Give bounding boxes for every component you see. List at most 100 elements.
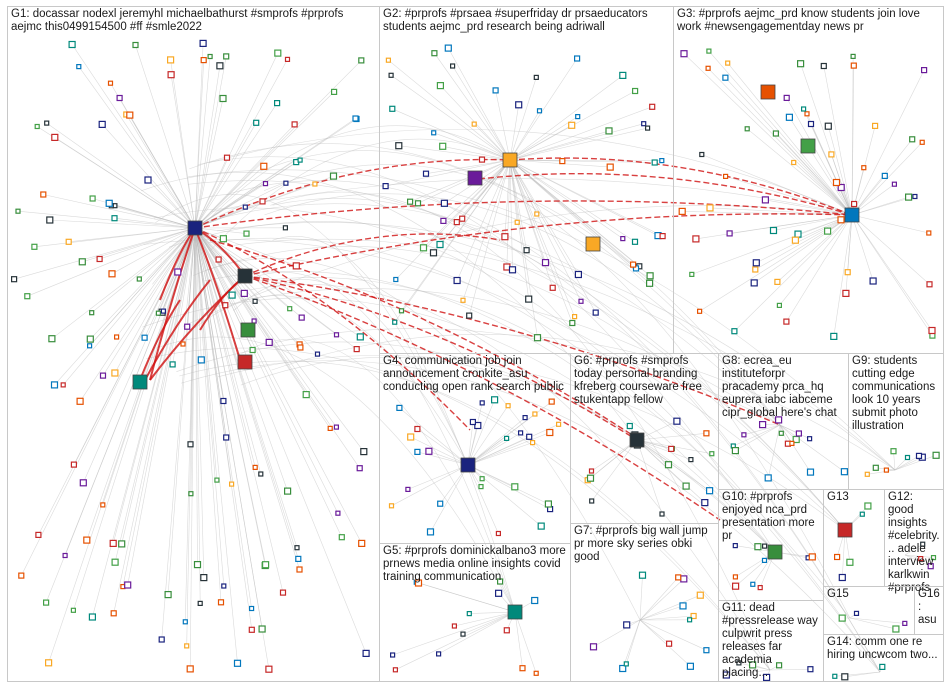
graph-node bbox=[422, 170, 430, 177]
hub-node bbox=[844, 207, 860, 223]
graph-node bbox=[689, 271, 695, 277]
edge bbox=[509, 159, 513, 270]
edge bbox=[467, 442, 533, 466]
graph-node bbox=[279, 589, 287, 596]
edge bbox=[194, 122, 257, 229]
graph-node bbox=[606, 163, 614, 171]
graph-node bbox=[207, 53, 213, 60]
graph-node bbox=[200, 573, 208, 582]
group-label-g2: G2: #prprofs #prsaea #superfriday dr prs… bbox=[383, 8, 651, 33]
highlighted-edge bbox=[509, 157, 853, 216]
edge bbox=[79, 227, 196, 402]
edge bbox=[735, 424, 781, 451]
edge bbox=[271, 334, 896, 471]
graph-node bbox=[926, 230, 932, 236]
edge bbox=[71, 44, 196, 229]
graph-node bbox=[86, 335, 94, 343]
edge bbox=[851, 214, 933, 331]
edge bbox=[851, 65, 855, 216]
edge bbox=[636, 439, 663, 515]
graph-node bbox=[259, 198, 266, 205]
edge bbox=[755, 214, 853, 270]
edge bbox=[194, 227, 263, 630]
graph-node bbox=[118, 540, 126, 548]
graph-node bbox=[879, 663, 886, 671]
graph-node bbox=[568, 121, 576, 129]
graph-node bbox=[186, 665, 194, 673]
graph-node bbox=[631, 87, 639, 95]
graph-node bbox=[891, 181, 898, 187]
graph-node bbox=[920, 66, 928, 74]
graph-node bbox=[388, 503, 395, 509]
graph-node bbox=[701, 499, 709, 507]
hub-node bbox=[240, 322, 256, 338]
graph-node bbox=[414, 579, 423, 587]
graph-node bbox=[918, 555, 924, 562]
edge bbox=[264, 193, 781, 426]
graph-node bbox=[392, 319, 398, 325]
edge bbox=[593, 619, 641, 648]
graph-node bbox=[495, 530, 501, 537]
graph-node bbox=[298, 314, 305, 321]
graph-node bbox=[776, 302, 783, 308]
graph-node bbox=[466, 312, 473, 319]
highlighted-edge bbox=[244, 275, 638, 441]
graph-node bbox=[83, 536, 91, 544]
graph-node bbox=[915, 452, 923, 459]
graph-node bbox=[124, 581, 132, 589]
graph-node bbox=[807, 666, 814, 673]
graph-node bbox=[453, 219, 460, 226]
node-layer bbox=[11, 39, 940, 682]
graph-node bbox=[86, 343, 93, 349]
graph-node bbox=[853, 610, 860, 617]
edge bbox=[467, 399, 495, 466]
graph-node bbox=[262, 181, 269, 187]
graph-node bbox=[675, 574, 682, 581]
graph-node bbox=[105, 199, 113, 207]
edge bbox=[867, 469, 896, 475]
edge bbox=[188, 169, 896, 471]
graph-node bbox=[260, 162, 268, 170]
graph-node bbox=[586, 474, 595, 482]
edge bbox=[509, 106, 653, 161]
graph-node bbox=[60, 382, 66, 388]
graph-node bbox=[242, 204, 248, 210]
edge bbox=[467, 464, 499, 534]
graph-node bbox=[444, 44, 452, 52]
edge bbox=[234, 271, 516, 613]
graph-node bbox=[850, 200, 858, 208]
graph-node bbox=[912, 193, 918, 200]
graph-node bbox=[50, 381, 59, 389]
group-box-g1: G1: docassar nodexl jeremyhl michaelbath… bbox=[7, 6, 380, 682]
graph-node bbox=[111, 558, 119, 566]
graph-node bbox=[252, 464, 258, 470]
edge bbox=[27, 227, 196, 297]
hub-node bbox=[507, 604, 523, 620]
edge bbox=[90, 227, 196, 340]
group-label-g15: G15 bbox=[827, 588, 849, 600]
graph-node bbox=[356, 333, 364, 341]
edge bbox=[390, 75, 511, 161]
edge bbox=[851, 214, 930, 285]
group-box-g2: G2: #prprofs #prsaea #superfriday dr prs… bbox=[379, 6, 674, 354]
graph-node bbox=[828, 151, 835, 158]
graph-node bbox=[274, 49, 282, 57]
graph-node bbox=[167, 71, 175, 79]
graph-node bbox=[333, 332, 340, 338]
edge bbox=[509, 159, 527, 251]
edge bbox=[203, 271, 776, 553]
edge bbox=[894, 455, 920, 471]
edge bbox=[756, 214, 853, 264]
graph-node bbox=[240, 289, 248, 297]
edge bbox=[241, 338, 516, 613]
edge bbox=[208, 237, 881, 673]
group-box-g10: G10: #prprofs enjoyed nca_prd presentati… bbox=[718, 489, 824, 601]
edge bbox=[509, 159, 655, 163]
edge bbox=[92, 227, 196, 618]
graph-node bbox=[678, 207, 686, 215]
edge bbox=[779, 424, 793, 444]
edge bbox=[726, 669, 771, 676]
graph-node bbox=[460, 297, 466, 303]
group-label-g8: G8: ecrea_eu instituteforpr pracademy pr… bbox=[722, 355, 837, 419]
graph-node bbox=[414, 425, 421, 433]
